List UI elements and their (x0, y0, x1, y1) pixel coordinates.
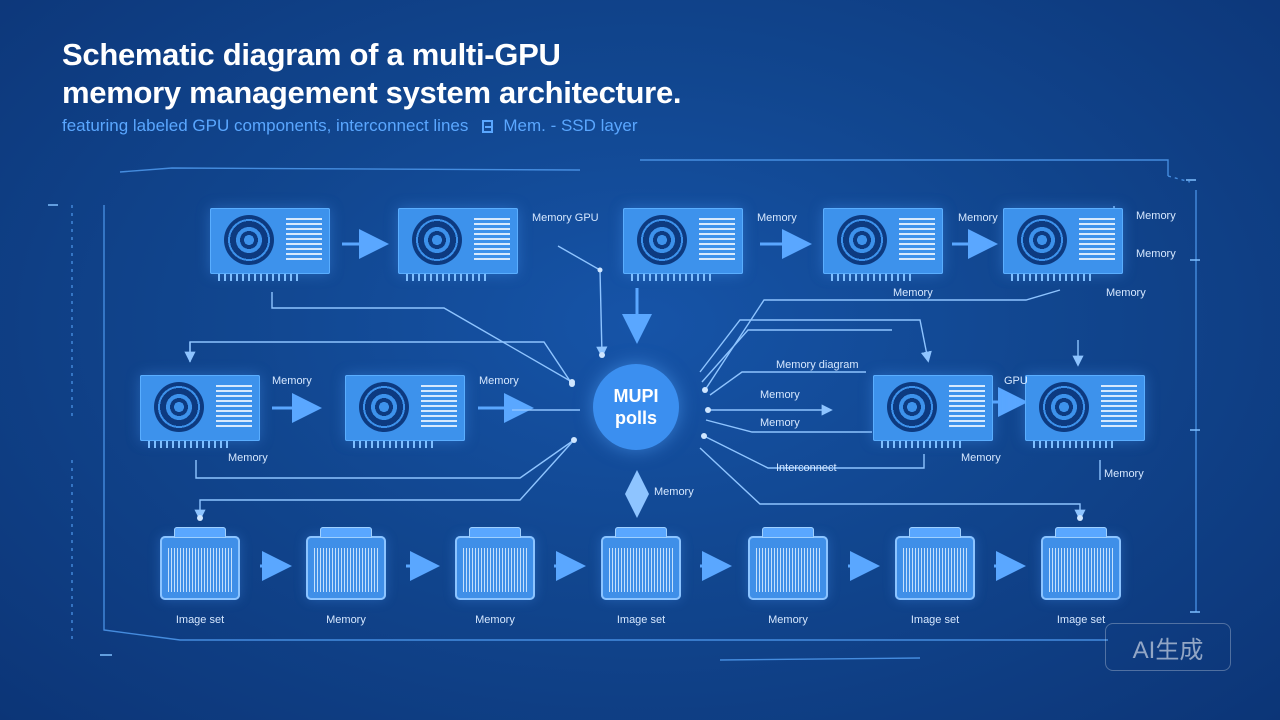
memory-chip-icon (609, 548, 673, 592)
pcie-pins-icon (353, 441, 435, 448)
gpu-card-top-5 (1003, 208, 1123, 281)
memory-card-icon (482, 120, 494, 133)
memory-module-3 (455, 527, 535, 600)
gpu-fan-icon (224, 215, 274, 265)
ai-generated-watermark: AI生成 (1105, 623, 1231, 671)
memory-chip-icon (314, 548, 378, 592)
pcie-pins-icon (1033, 441, 1115, 448)
memory-label-1: Image set (175, 614, 225, 626)
memory-chip-icon (463, 548, 527, 592)
label-gpu-middle-1-below: Memory (228, 452, 268, 464)
gpu-card-middle-3 (873, 375, 993, 448)
label-hub-below: Memory (654, 486, 694, 498)
diagram-title: Schematic diagram of a multi-GPU memory … (62, 36, 682, 112)
gpu-card-middle-1 (140, 375, 260, 448)
gpu-fan-icon (1039, 382, 1089, 432)
memory-module-6 (895, 527, 975, 600)
memory-module-5 (748, 527, 828, 600)
memory-label-7: Image set (1056, 614, 1106, 626)
label-gpu-top-5: Memory (1136, 210, 1176, 222)
memory-label-2: Memory (326, 614, 366, 626)
memory-label-6: Image set (910, 614, 960, 626)
pcie-pins-icon (148, 441, 230, 448)
gpu-fan-icon (359, 382, 409, 432)
gpu-fan-icon (637, 215, 687, 265)
gpu-card-top-4 (823, 208, 943, 281)
gpu-fan-icon (887, 382, 937, 432)
memory-chip-icon (756, 548, 820, 592)
gpu-fan-icon (837, 215, 887, 265)
label-gpu-middle-4: GPU (1004, 375, 1028, 387)
subtitle-tail: Mem. - SSD layer (503, 116, 638, 135)
gpu-fan-icon (1017, 215, 1067, 265)
subtitle-text: featuring labeled GPU components, interc… (62, 116, 469, 135)
line-end-dots (197, 267, 1083, 521)
label-gpu-top-4: Memory (958, 212, 998, 224)
heatsink-icon (949, 385, 985, 429)
gpu-fan-icon (412, 215, 462, 265)
memory-chip-icon (1049, 548, 1113, 592)
memory-chip-icon (168, 548, 232, 592)
memory-module-4 (601, 527, 681, 600)
heatsink-icon (216, 385, 252, 429)
title-line-1: Schematic diagram of a multi-GPU (62, 37, 561, 72)
label-right-memory-1: Memory (760, 389, 800, 401)
memory-label-5: Memory (768, 614, 808, 626)
label-gpu-middle-4-below: Memory (1104, 468, 1144, 480)
hub-label-line-2: polls (614, 408, 657, 428)
memory-module-7 (1041, 527, 1121, 600)
label-right-diagram: Memory diagram (776, 359, 859, 371)
label-gpu-top-2: Memory GPU (532, 212, 599, 224)
heatsink-icon (286, 218, 322, 262)
memory-label-4: Image set (616, 614, 666, 626)
gpu-card-middle-2 (345, 375, 465, 448)
label-gpu-middle-3-below: Memory (961, 452, 1001, 464)
heatsink-icon (421, 385, 457, 429)
hub-label-line-1: MUPI (613, 386, 659, 406)
memory-label-3: Memory (475, 614, 515, 626)
gpu-card-top-3 (623, 208, 743, 281)
label-gpu-top-5-right: Memory (1136, 248, 1176, 260)
pcie-pins-icon (1011, 274, 1093, 281)
frame-corner-marks (48, 179, 1200, 656)
label-gpu-top-4-below: Memory (893, 287, 933, 299)
label-right-memory-2: Memory (760, 417, 800, 429)
heatsink-icon (1101, 385, 1137, 429)
pcie-pins-icon (831, 274, 913, 281)
label-gpu-middle-1: Memory (272, 375, 312, 387)
mupi-hub-node: MUPI polls (593, 364, 679, 450)
pcie-pins-icon (218, 274, 300, 281)
label-gpu-middle-2: Memory (479, 375, 519, 387)
pcie-pins-icon (631, 274, 713, 281)
memory-module-1 (160, 527, 240, 600)
label-right-connector: Interconnect (776, 462, 837, 474)
memory-chip-icon (903, 548, 967, 592)
gpu-card-middle-4 (1025, 375, 1145, 448)
gpu-card-top-1 (210, 208, 330, 281)
heatsink-icon (474, 218, 510, 262)
diagram-subtitle: featuring labeled GPU components, interc… (62, 116, 638, 136)
gpu-card-top-2 (398, 208, 518, 281)
label-gpu-top-3: Memory (757, 212, 797, 224)
label-gpu-top-5-below: Memory (1106, 287, 1146, 299)
pcie-pins-icon (881, 441, 963, 448)
routing-lines (184, 206, 1115, 521)
memory-module-2 (306, 527, 386, 600)
title-line-2: memory management system architecture. (62, 75, 682, 110)
heatsink-icon (899, 218, 935, 262)
pcie-pins-icon (406, 274, 488, 281)
gpu-fan-icon (154, 382, 204, 432)
heatsink-icon (699, 218, 735, 262)
heatsink-icon (1079, 218, 1115, 262)
